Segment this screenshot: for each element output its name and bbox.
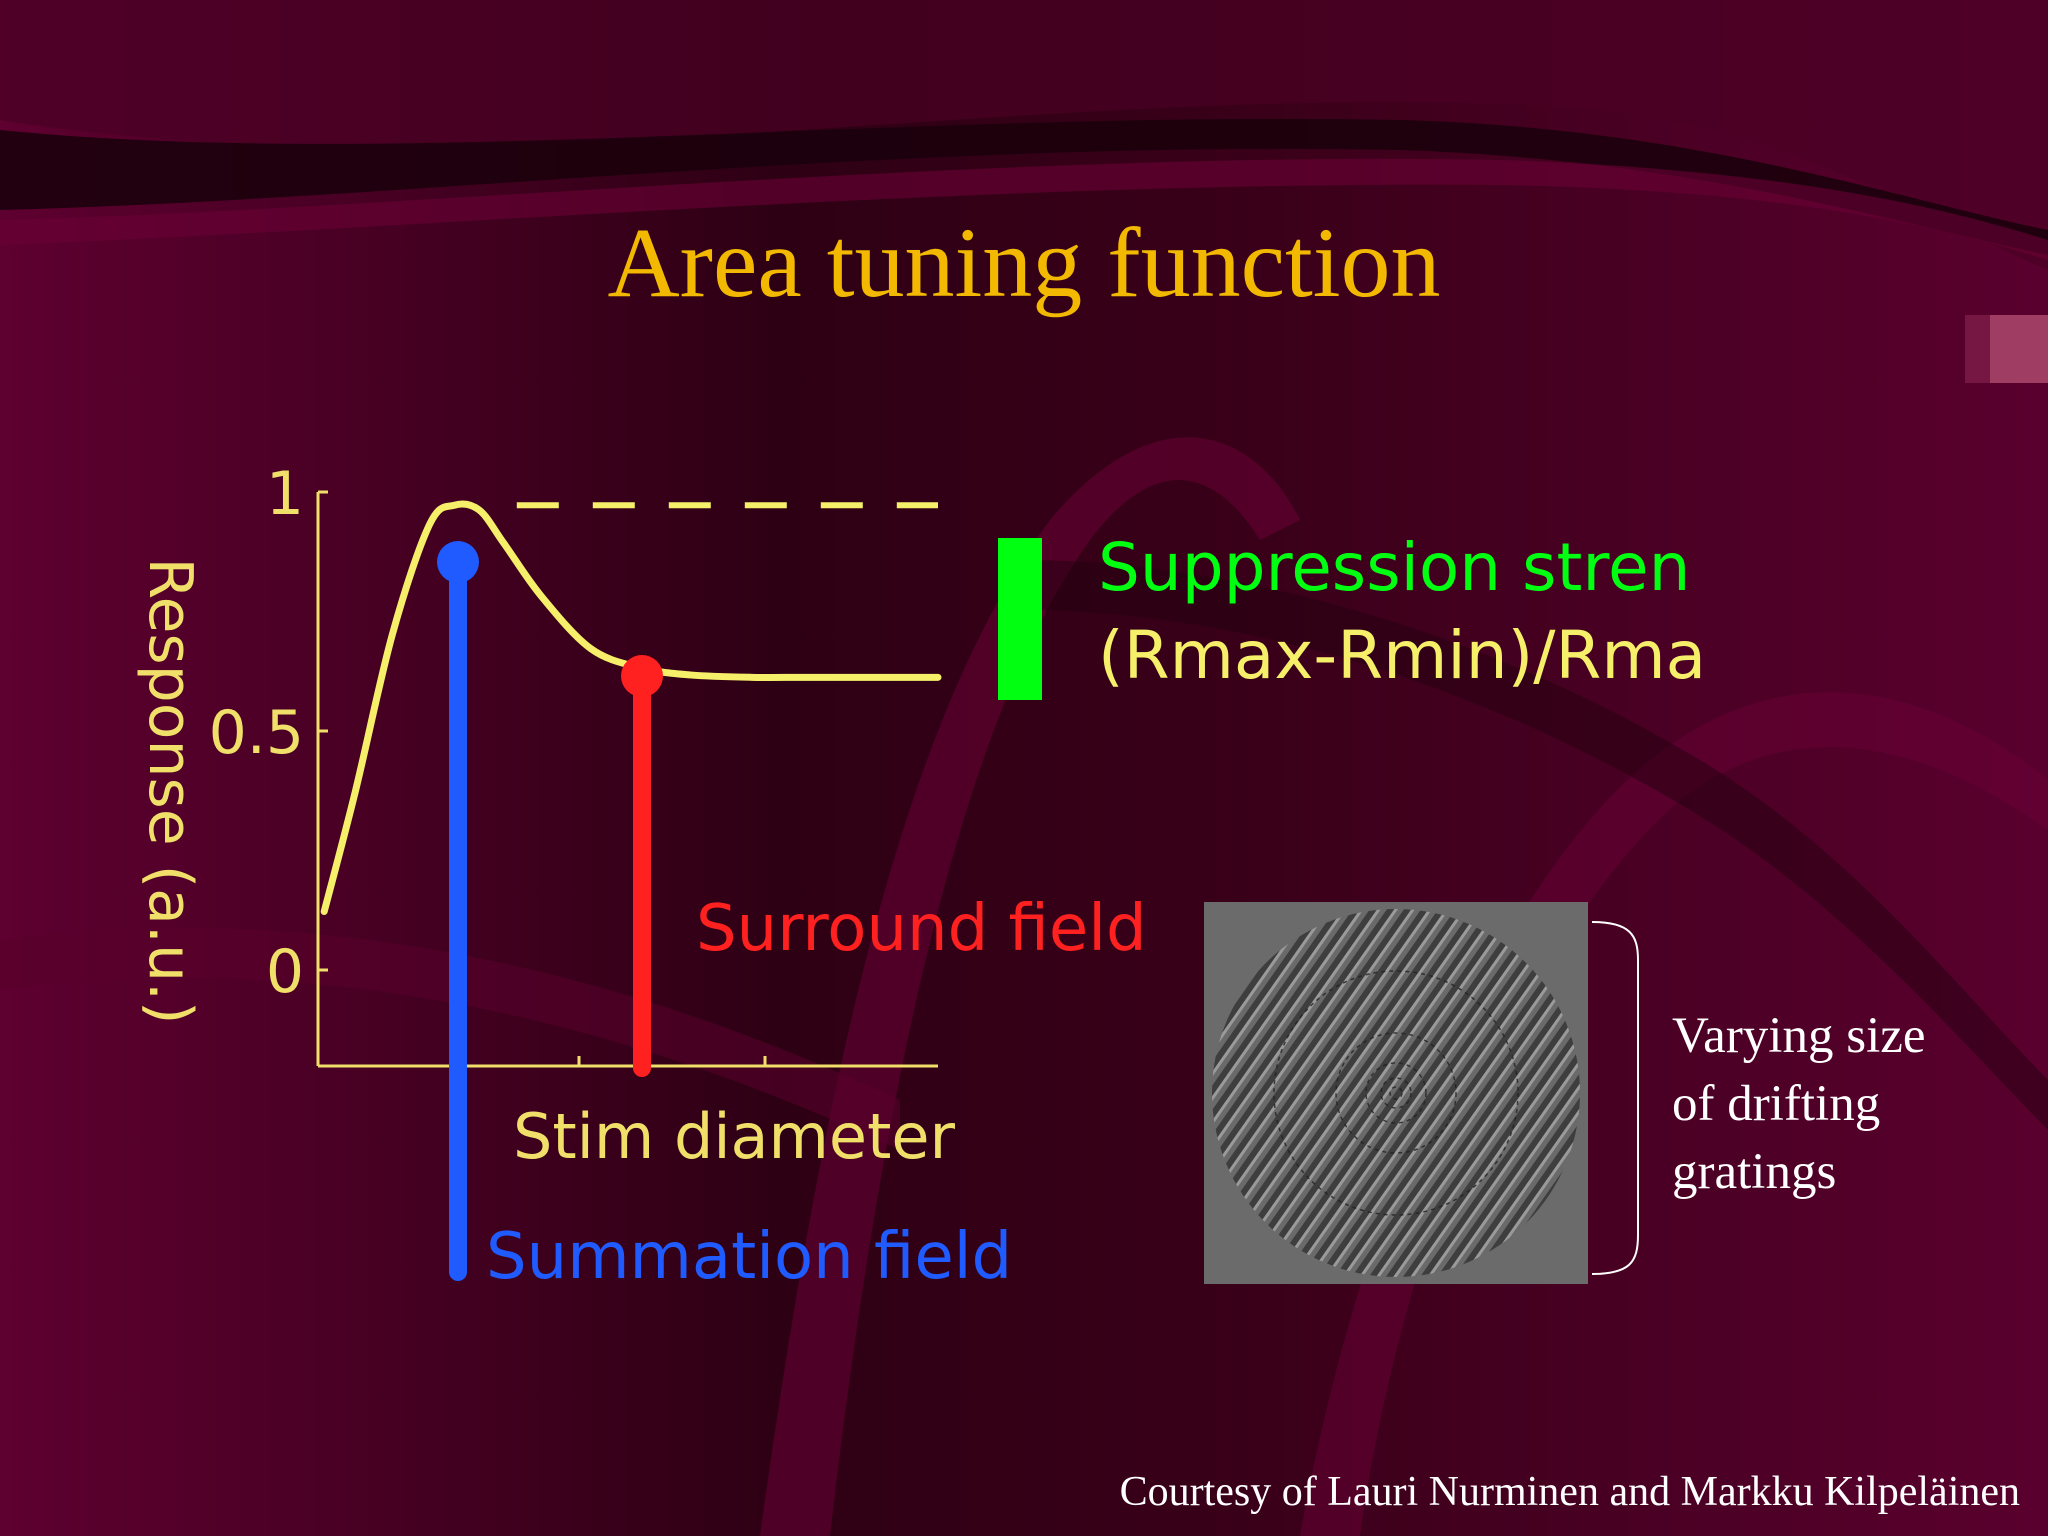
drifting-grating-graphic [1212, 909, 1580, 1277]
grating-stimulus-image [1204, 902, 1588, 1284]
suppression-label-line-2: (Rmax-Rmin)/Rma [1098, 617, 1706, 694]
surround-field-label: Surround field [696, 892, 1147, 966]
grating-caption-line-1: Varying size [1672, 1008, 1926, 1064]
summation-field-label: Summation field [486, 1220, 1012, 1294]
y-tick-label-0: 0 [266, 937, 304, 1007]
field-markers [437, 538, 1042, 1281]
grating-caption: Varying size of drifting gratings [1672, 1002, 2012, 1206]
suppression-strength-bar [998, 538, 1042, 700]
slide-title: Area tuning function [607, 207, 1441, 318]
tuning-curve [320, 500, 942, 916]
suppression-label-line-1: Suppression stren [1098, 529, 1691, 606]
tuning-curve-line [320, 500, 942, 916]
y-axis-label: Response (a.u.) [135, 558, 205, 1025]
credit-line: Courtesy of Lauri Nurminen and Markku Ki… [1119, 1469, 2020, 1515]
x-axis-label: Stim diameter [513, 1100, 956, 1173]
surround-field-point [621, 655, 663, 697]
summation-field-point [437, 541, 479, 583]
grating-caption-line-3: gratings [1672, 1144, 1837, 1200]
y-tick-label-2: 1 [266, 459, 304, 529]
y-tick-label-1: 0.5 [209, 698, 304, 768]
grating-caption-line-2: of drifting [1672, 1076, 1881, 1132]
